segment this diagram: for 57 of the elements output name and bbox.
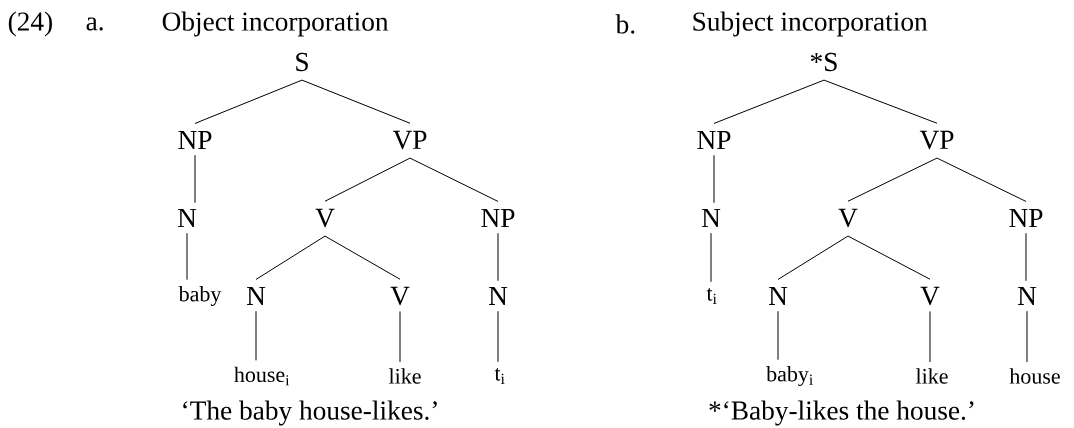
tree-label: N bbox=[246, 287, 266, 305]
tree-label: S bbox=[296, 52, 308, 72]
caption: *‘Baby-likes the house.’ bbox=[709, 400, 974, 426]
tree-branch bbox=[324, 157, 411, 202]
tree-word: house bbox=[1009, 368, 1060, 384]
tree-word: house$_{i}$ bbox=[234, 366, 290, 386]
tree-branch bbox=[1025, 232, 1027, 282]
tree-label: V bbox=[390, 286, 410, 306]
tree-label: N bbox=[488, 287, 508, 305]
tree-branch bbox=[186, 232, 188, 281]
tree-branch bbox=[497, 310, 499, 363]
tree-label: *S bbox=[810, 52, 837, 72]
tree-branch bbox=[194, 154, 196, 204]
tree-label: VP bbox=[392, 130, 427, 150]
tree-branch bbox=[929, 310, 931, 363]
tree-branch bbox=[255, 235, 326, 280]
tree-branch bbox=[847, 157, 938, 202]
tree-branch bbox=[399, 310, 401, 363]
tree-branch bbox=[823, 79, 938, 124]
tree-branch bbox=[777, 235, 849, 280]
tree-word: baby$_{i}$ bbox=[766, 366, 813, 386]
tree-branch bbox=[301, 79, 411, 124]
heading: Object incorporation bbox=[162, 11, 389, 37]
example-number: b. bbox=[615, 14, 635, 34]
tree-word: t$_{i}$ bbox=[706, 288, 717, 304]
tree-branch bbox=[255, 310, 257, 361]
example-number: a. bbox=[86, 17, 103, 31]
tree-branch bbox=[497, 232, 499, 282]
tree-label: VP bbox=[919, 130, 954, 150]
tree-branch bbox=[936, 157, 1027, 202]
tree-word: like bbox=[388, 368, 421, 384]
tree-label: V bbox=[838, 208, 858, 228]
heading: Subject incorporation bbox=[693, 11, 928, 37]
tree-branch bbox=[847, 235, 931, 280]
tree-branch bbox=[194, 79, 303, 124]
tree-branch bbox=[713, 79, 825, 124]
tree-label: NP bbox=[481, 209, 515, 227]
tree-label: V bbox=[920, 286, 940, 306]
tree-label: V bbox=[315, 208, 335, 228]
tree-word: t$_{i}$ bbox=[494, 368, 505, 384]
tree-label: N bbox=[768, 287, 788, 305]
tree-branch bbox=[713, 154, 715, 204]
tree-label: N bbox=[1017, 287, 1037, 305]
tree-branch bbox=[710, 232, 712, 283]
example-number: (24) bbox=[8, 11, 52, 37]
tree-word: like bbox=[915, 368, 948, 384]
tree-label: NP bbox=[697, 131, 731, 149]
tree-label: NP bbox=[1009, 209, 1043, 227]
tree-label: NP bbox=[178, 131, 212, 149]
tree-branch bbox=[1026, 310, 1028, 363]
tree-branch bbox=[777, 310, 779, 361]
tree-word: baby bbox=[178, 286, 222, 306]
caption: ‘The baby house-likes.’ bbox=[183, 400, 437, 426]
tree-label: N bbox=[177, 209, 197, 227]
tree-branch bbox=[324, 235, 401, 280]
tree-label: N bbox=[701, 209, 721, 227]
tree-branch bbox=[409, 157, 499, 202]
